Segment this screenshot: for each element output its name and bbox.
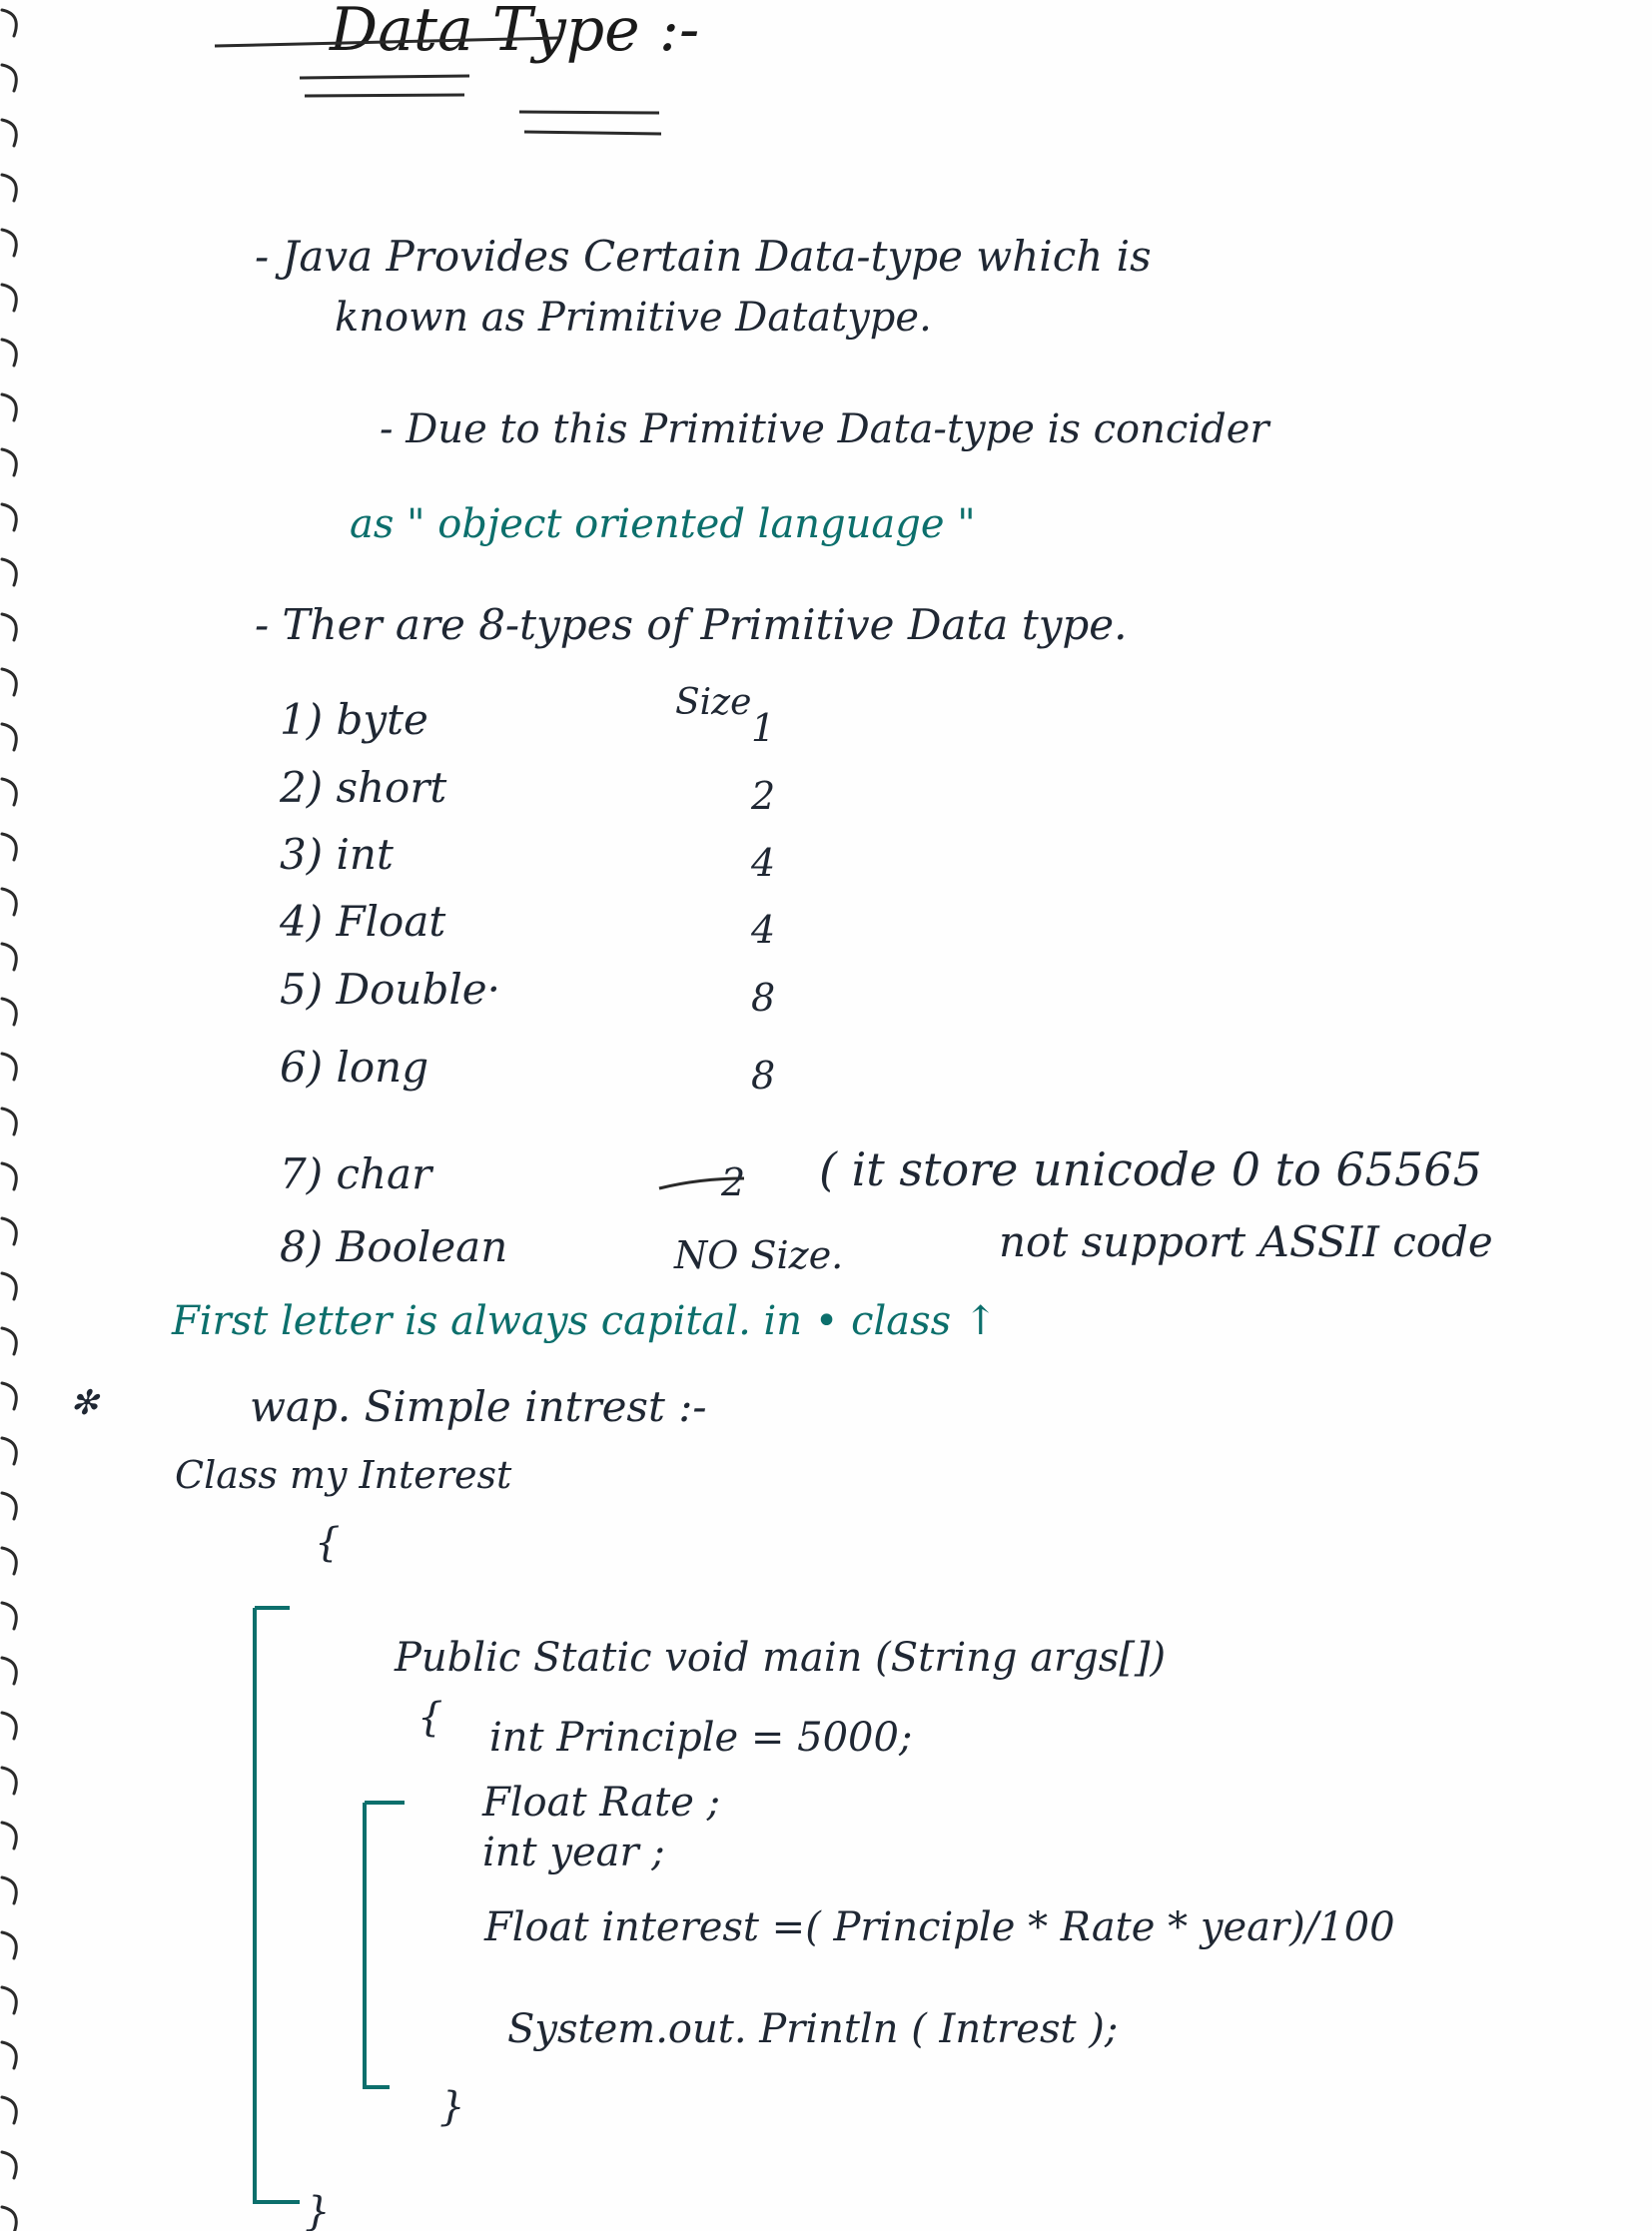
println-line: System.out. Println ( Intrest );: [507, 2006, 1119, 2052]
paragraph-1-line-1: - Java Provides Certain Data-type which …: [255, 232, 1152, 281]
spiral-ring: [0, 667, 18, 697]
rate-line: Float Rate ;: [482, 1780, 721, 1826]
spiral-ring: [0, 942, 18, 972]
spiral-ring: [0, 557, 18, 587]
data-type-size: NO Size.: [674, 1233, 844, 1277]
char-note-line-2: not support ASSII code: [999, 1217, 1493, 1266]
data-type-name: 2) short: [280, 763, 447, 812]
data-type-name: 6) long: [280, 1043, 429, 1092]
data-type-size: 8: [751, 976, 776, 1020]
data-type-size: 4: [751, 841, 776, 885]
spiral-ring: [0, 2095, 18, 2125]
spiral-ring: [0, 118, 18, 148]
outer-close-brace: }: [305, 2189, 331, 2231]
year-line: int year ;: [482, 1830, 665, 1875]
data-type-name: 4) Float: [280, 897, 446, 946]
spiral-ring: [0, 1875, 18, 1905]
program-heading: wap. Simple intrest :-: [250, 1382, 707, 1431]
spiral-ring: [0, 1766, 18, 1796]
spiral-ring: [0, 502, 18, 532]
star-mark: ✻: [70, 1383, 99, 1423]
data-type-name: 3) int: [280, 830, 394, 879]
spiral-ring: [0, 1161, 18, 1191]
inner-open-brace: {: [417, 1695, 443, 1741]
paragraph-2-line-1: - Due to this Primitive Data-type is con…: [380, 406, 1269, 452]
spiral-ring: [0, 1381, 18, 1411]
spiral-ring: [0, 1436, 18, 1466]
spiral-ring: [0, 1821, 18, 1851]
page-title: Data Type :-: [330, 0, 700, 65]
data-type-name: 1) byte: [280, 695, 428, 744]
spiral-ring: [0, 1546, 18, 1576]
spiral-ring: [0, 1326, 18, 1356]
outer-open-brace: {: [315, 1520, 341, 1566]
spiral-ring: [0, 338, 18, 368]
size-column-header: Size: [675, 682, 752, 723]
spiral-ring: [0, 1271, 18, 1301]
data-type-size: 1: [751, 706, 776, 750]
spiral-ring: [0, 997, 18, 1027]
class-declaration: Class my Interest: [175, 1453, 512, 1497]
spiral-ring: [0, 283, 18, 313]
spiral-ring: [0, 1656, 18, 1686]
spiral-ring: [0, 1930, 18, 1960]
data-type-name: 8) Boolean: [280, 1222, 508, 1271]
spiral-ring: [0, 2040, 18, 2070]
inner-close-brace: }: [439, 2084, 465, 2130]
spiral-ring: [0, 1216, 18, 1246]
spiral-ring: [0, 1601, 18, 1631]
spiral-binding: [0, 8, 18, 2231]
spiral-ring: [0, 887, 18, 917]
data-type-name: 5) Double·: [280, 965, 500, 1014]
spiral-ring: [0, 722, 18, 752]
spiral-ring: [0, 777, 18, 807]
spiral-ring: [0, 612, 18, 642]
spiral-ring: [0, 1052, 18, 1082]
spiral-ring: [0, 447, 18, 477]
paragraph-3-line-1: - Ther are 8-types of Primitive Data typ…: [255, 600, 1128, 649]
spiral-ring: [0, 2205, 18, 2231]
spiral-ring: [0, 1491, 18, 1521]
spiral-ring: [0, 8, 18, 38]
spiral-ring: [0, 1985, 18, 2015]
main-signature: Public Static void main (String args[]): [395, 1635, 1167, 1681]
interest-line: Float interest =( Principle * Rate * yea…: [484, 1904, 1395, 1950]
spiral-ring: [0, 392, 18, 422]
data-type-size: 8: [751, 1054, 776, 1098]
spiral-ring: [0, 173, 18, 203]
first-letter-note: First letter is always capital. in • cla…: [172, 1298, 998, 1344]
spiral-ring: [0, 228, 18, 258]
paragraph-1-line-2: known as Primitive Datatype.: [335, 295, 932, 341]
data-type-size: 4: [751, 908, 776, 952]
spiral-ring: [0, 1107, 18, 1136]
data-type-name: 7) char: [280, 1149, 432, 1198]
paragraph-2-line-2: as " object oriented language ": [350, 501, 976, 547]
principle-line: int Principle = 5000;: [489, 1715, 913, 1761]
spiral-ring: [0, 63, 18, 93]
data-type-size: 2: [721, 1160, 746, 1204]
spiral-ring: [0, 832, 18, 862]
data-type-size: 2: [751, 774, 776, 818]
spiral-ring: [0, 1711, 18, 1741]
spiral-ring: [0, 2150, 18, 2180]
char-note-line-1: ( it store unicode 0 to 65565: [819, 1142, 1482, 1196]
